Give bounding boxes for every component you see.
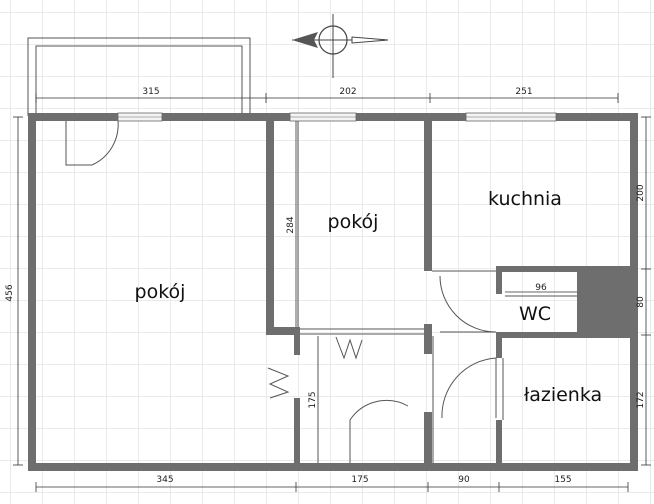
dim-bottom-bath-a: 90	[458, 475, 470, 485]
bottom-dimension-line	[35, 482, 629, 492]
door-swings	[65, 120, 497, 463]
dim-wc-width: 96	[535, 283, 547, 293]
dim-right-kitchen: 200	[636, 184, 646, 201]
dim-bottom-left: 345	[156, 475, 173, 485]
dim-hall-height: 175	[308, 391, 318, 408]
dim-top-balcony: 315	[142, 87, 159, 97]
windows	[117, 112, 557, 122]
dim-right-bath: 172	[636, 391, 646, 408]
partitions	[297, 121, 577, 463]
dim-bottom-bath-b: 155	[554, 475, 571, 485]
room-label-wc: WC	[519, 303, 551, 325]
left-dimension-line	[13, 116, 23, 466]
dim-left-height: 456	[5, 284, 15, 301]
dim-bottom-hall: 175	[351, 475, 368, 485]
dim-top-right: 251	[515, 87, 532, 97]
dim-right-wc: 80	[636, 296, 646, 308]
dim-top-middle: 202	[339, 87, 356, 97]
balcony	[27, 37, 251, 116]
right-dimension-line	[641, 116, 651, 466]
dim-bedroom-height: 284	[286, 216, 296, 233]
room-label-bathroom: łazienka	[524, 384, 602, 406]
room-label-living: pokój	[135, 281, 186, 303]
top-dimension-line	[35, 93, 619, 103]
inner-walls	[266, 121, 638, 463]
room-label-bedroom: pokój	[328, 211, 379, 233]
room-label-kitchen: kuchnia	[488, 188, 562, 210]
compass-icon	[292, 14, 389, 78]
